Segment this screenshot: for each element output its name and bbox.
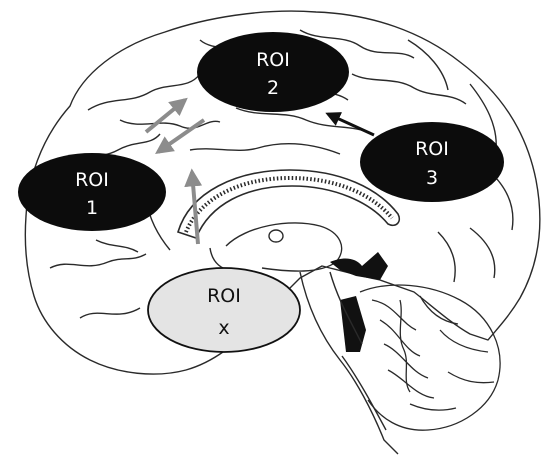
roi-3-label-line1: ROI [415, 138, 449, 160]
cortex-contour [24, 10, 541, 375]
arrow-roix-to-roi1 [184, 168, 203, 245]
cerebellum [359, 284, 501, 431]
roi-1-label-line2: 1 [86, 197, 98, 219]
roi-3-ellipse [360, 122, 504, 202]
roi-3-label-line2: 3 [426, 167, 438, 189]
roi-1-node: ROI 1 [18, 153, 166, 231]
roi-2-ellipse [197, 32, 349, 112]
roi-x-ellipse [147, 267, 301, 353]
roi-2-label-line2: 2 [267, 77, 279, 99]
connections [144, 97, 375, 245]
roi-3-node: ROI 3 [360, 122, 504, 202]
arrow-roi3-to-roi2 [325, 112, 375, 137]
roi-x-label-line2: x [218, 317, 229, 339]
roi-x-label-line1: ROI [207, 285, 241, 307]
thalamus-region [209, 222, 343, 272]
roi-x-node: ROI x [147, 267, 301, 353]
brainstem [299, 271, 399, 455]
roi-2-node: ROI 2 [197, 32, 349, 112]
roi-1-ellipse [18, 153, 166, 231]
arrow-roi2-to-roi1 [155, 118, 206, 155]
corpus-callosum [177, 169, 401, 239]
arrow-roi1-to-roi2 [144, 97, 188, 134]
roi-1-label-line1: ROI [75, 169, 109, 191]
roi-2-label-line1: ROI [256, 49, 290, 71]
brain-outline [24, 10, 541, 375]
